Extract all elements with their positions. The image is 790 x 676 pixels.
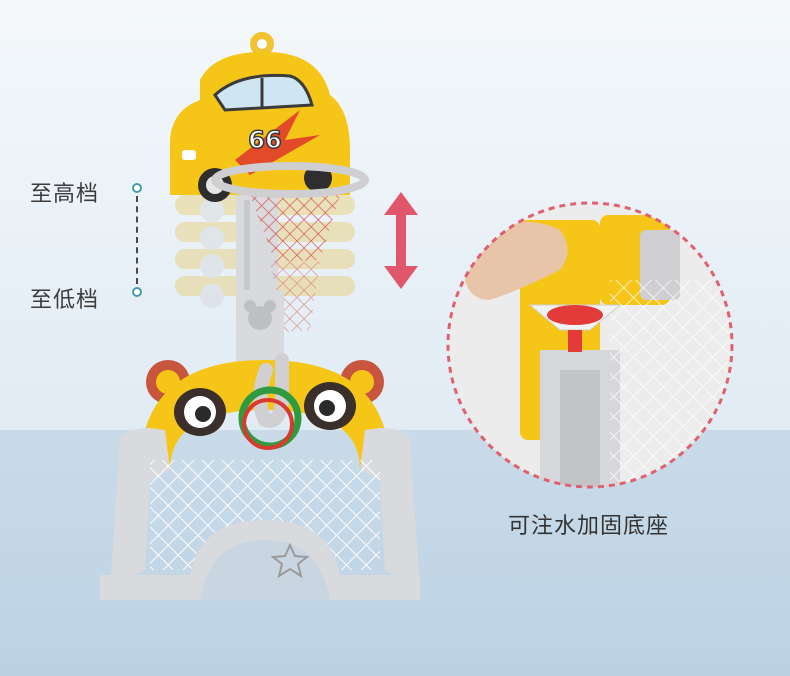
soccer-goal xyxy=(100,428,420,600)
inset-dashed-border xyxy=(446,201,734,489)
high-level-label: 至高档 xyxy=(30,182,100,207)
car-backboard: 66 xyxy=(170,32,350,202)
hoop-rim xyxy=(211,162,369,198)
panda-goal-top xyxy=(140,360,390,470)
base-caption: 可注水加固底座 xyxy=(508,514,670,539)
badge-number: 66 xyxy=(248,126,281,154)
high-level-dot xyxy=(132,183,142,193)
low-level-dot xyxy=(132,287,142,297)
height-adjust-arrow xyxy=(384,192,418,289)
level-dashed-line xyxy=(136,196,138,284)
low-level-label: 至低档 xyxy=(30,288,100,313)
red-ring xyxy=(242,398,294,450)
hoop-net xyxy=(250,195,340,262)
base-detail-inset xyxy=(446,201,734,489)
